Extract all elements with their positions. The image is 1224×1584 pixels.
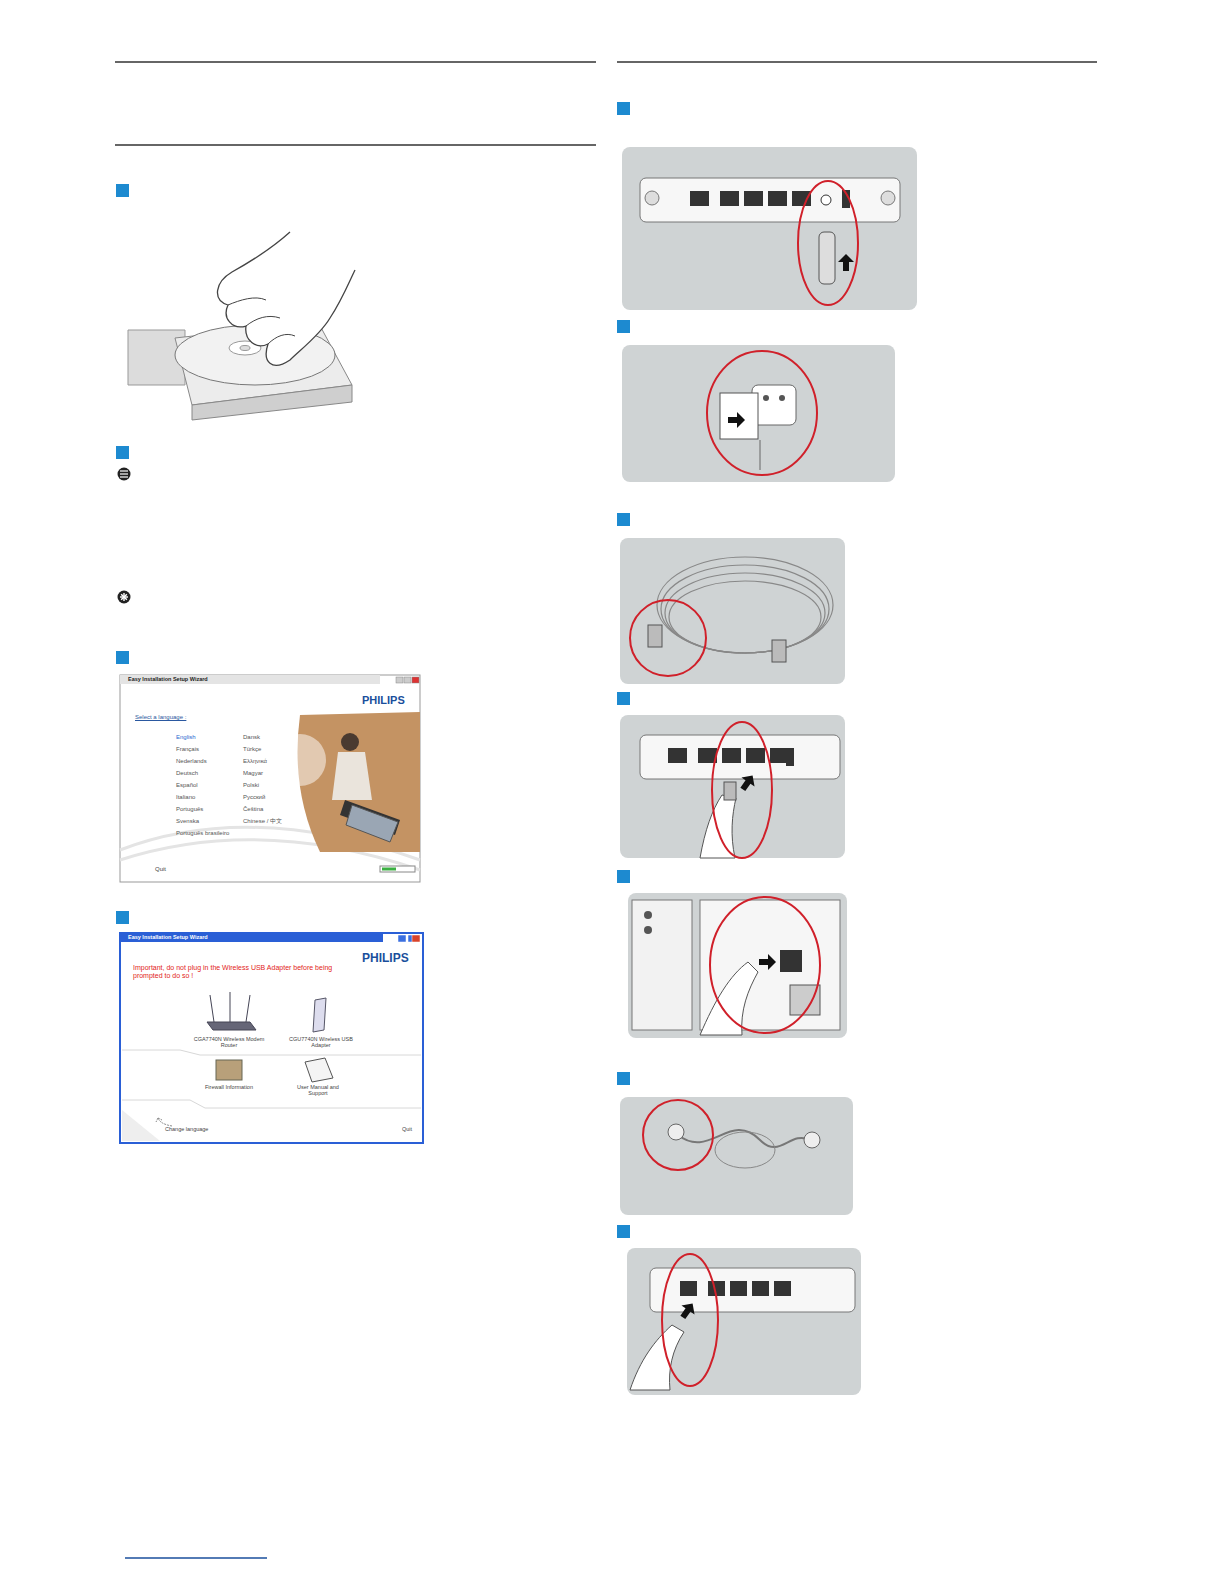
rule-line [115, 144, 596, 145]
phone-cable-illustration [643, 1100, 820, 1170]
step-marker [617, 513, 630, 526]
step-marker [617, 1225, 630, 1238]
brand-logo: PHILIPS [362, 952, 409, 966]
cd-insert-illustration [128, 232, 355, 420]
language-option: Čeština [243, 806, 263, 813]
illustration-panel [622, 147, 917, 310]
illustration-panel [622, 345, 895, 482]
language-option: Magyar [243, 770, 263, 777]
language-option: Ελληνικά [243, 758, 267, 765]
language-option: Nederlands [176, 758, 207, 765]
note-icon [118, 468, 131, 481]
step-marker [617, 1072, 630, 1085]
illustration-panel [628, 893, 847, 1038]
language-option: English [176, 734, 196, 741]
step-marker [116, 446, 129, 459]
prompt-text: Select a language : [135, 714, 186, 721]
quit-button: Quit [402, 1126, 412, 1132]
illustration-panel [620, 1097, 853, 1215]
back-button: Change language [165, 1126, 208, 1132]
menu-option: Firewall Information [204, 1084, 254, 1090]
window-title: Easy Installation Setup Wizard [120, 933, 383, 942]
language-option: Türkçe [243, 746, 261, 753]
wizard-window-art [120, 933, 423, 1143]
router-lan-illustration [640, 722, 840, 858]
language-option: Français [176, 746, 199, 753]
step-marker [617, 320, 630, 333]
tip-icon [118, 591, 131, 604]
cable-illustration [630, 557, 833, 676]
language-option: Español [176, 782, 198, 789]
brand-logo: PHILIPS [362, 694, 405, 707]
illustration-panel [620, 715, 845, 858]
rule-line [115, 61, 596, 62]
language-option: Português brasileiro [176, 830, 229, 837]
wizard-window: Easy Installation Setup Wizard [120, 675, 420, 882]
language-option: Dansk [243, 734, 260, 741]
language-option: Chinese / 中文 [243, 818, 282, 825]
illustration-panel [627, 1248, 861, 1395]
warning-text: Important, do not plug in the Wireless U… [133, 964, 333, 980]
language-option: Polski [243, 782, 259, 789]
menu-option: User Manual and Support [288, 1084, 348, 1097]
product-option: CGA7740N Wireless Modem Router [189, 1036, 269, 1049]
language-option: Português [176, 806, 203, 813]
router-wan-illustration [630, 1254, 855, 1390]
quit-button: Quit [155, 866, 166, 873]
router-power-illustration [640, 178, 900, 305]
step-marker [116, 184, 129, 197]
wall-socket-illustration [707, 351, 817, 475]
product-option: CGU7740N Wireless USB Adapter [281, 1036, 361, 1049]
step-marker [116, 911, 129, 924]
wizard-window-art [120, 675, 420, 882]
language-option: Svenska [176, 818, 199, 825]
step-marker [116, 651, 129, 664]
computer-back-illustration [632, 897, 840, 1035]
language-option: Русский [243, 794, 265, 801]
step-marker [617, 102, 630, 115]
window-title: Easy Installation Setup Wizard [120, 675, 380, 684]
illustration-panel [620, 538, 845, 684]
language-option: Deutsch [176, 770, 198, 777]
language-option: Italiano [176, 794, 195, 801]
rule-line [125, 1557, 267, 1558]
rule-line [617, 61, 1097, 62]
step-marker [617, 692, 630, 705]
step-marker [617, 870, 630, 883]
